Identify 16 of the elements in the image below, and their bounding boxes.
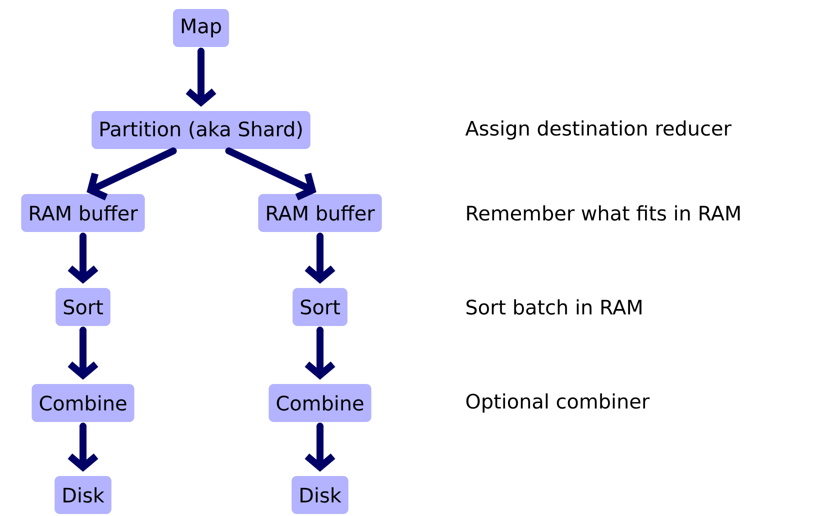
process-box: Disk [292, 476, 348, 514]
annotation: Sort batch in RAM [466, 299, 642, 315]
process-box: Combine [32, 384, 134, 422]
process-box: Map [172, 9, 230, 47]
process-box: Disk [54, 476, 112, 514]
annotation: Remember what fits in RAM [467, 205, 740, 221]
annotation: Assign destination reducer [465, 120, 732, 140]
arrow [225, 147, 316, 200]
process-box: Sort [292, 288, 348, 326]
process-box: Combine [268, 384, 372, 422]
process-box: Sort [56, 288, 110, 326]
process-box: Partition (aka Shard) [92, 110, 310, 149]
annotation: Optional combiner [466, 393, 650, 413]
process-box: RAM buffer [21, 194, 145, 232]
process-box: RAM buffer [258, 194, 382, 232]
arrow [86, 147, 177, 200]
